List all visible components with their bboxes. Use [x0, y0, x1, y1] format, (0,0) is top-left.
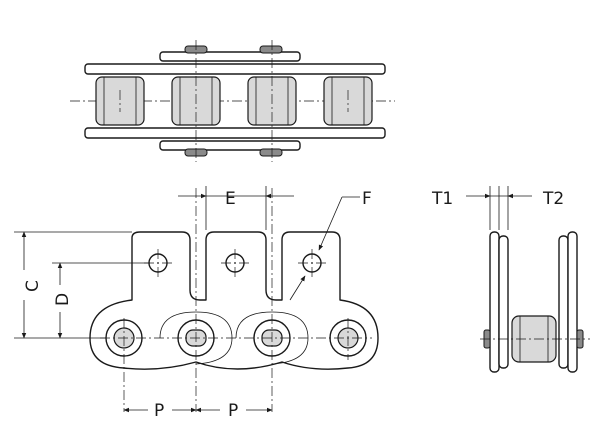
side-outer-plate-right: [567, 231, 578, 373]
label-c: C: [23, 280, 43, 292]
dimension-t1-t2: [466, 186, 532, 230]
outer-plate-top: [159, 51, 301, 62]
side-inner-plate-left: [498, 235, 509, 369]
label-t1: T1: [431, 189, 453, 209]
outer-plate-bottom: [159, 140, 301, 151]
front-view: E F C D P P: [14, 186, 379, 421]
front-view-centerlines: [100, 188, 372, 412]
label-p-left: P: [154, 401, 164, 421]
roller-1: [95, 76, 145, 126]
inner-plate-top: [84, 63, 386, 75]
label-e: E: [225, 189, 236, 209]
side-inner-plate-right: [558, 235, 569, 369]
dimension-e: [178, 186, 294, 230]
roller-4: [323, 76, 373, 126]
pin-head-2-bottom: [259, 148, 283, 157]
inner-link-curve-left: [159, 311, 233, 365]
inner-link-curve-right: [235, 311, 309, 365]
side-view: T1 T2: [431, 186, 590, 373]
side-outer-plate-left: [489, 231, 500, 373]
label-t2: T2: [542, 189, 564, 209]
inner-plate-bottom: [84, 127, 386, 139]
top-view: [70, 40, 395, 162]
dimension-d: [52, 262, 150, 339]
dimension-f: [289, 196, 360, 301]
pin-head-2-top: [259, 45, 283, 54]
label-p-right: P: [228, 401, 238, 421]
label-d: D: [53, 293, 73, 306]
top-view-pin-centers: [119, 40, 349, 162]
label-f: F: [362, 189, 372, 209]
